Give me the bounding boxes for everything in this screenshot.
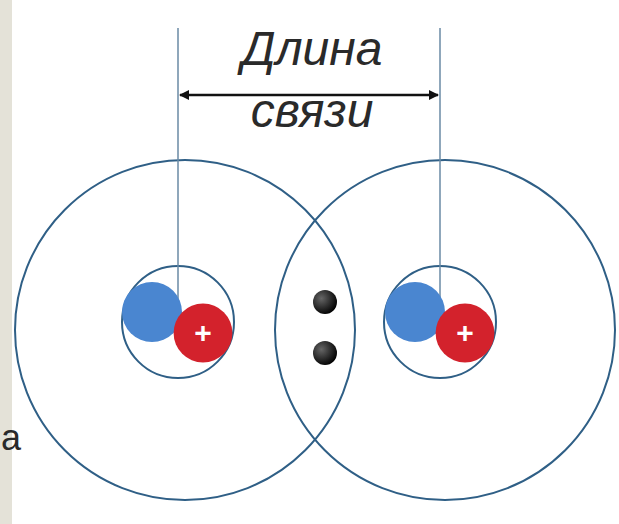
caption-letter: а [1,418,31,458]
charge-sign: + [456,318,474,348]
electron-shell [275,160,615,500]
neutron-ball [122,282,182,342]
charge-sign: + [194,318,212,348]
leader-line [439,28,441,300]
bond-length-label: Длина связи [212,18,412,142]
white-panel [12,0,619,524]
electron-shell [15,160,355,500]
electron-dot [313,341,337,365]
electron-dot [313,290,337,314]
proton-ball: + [173,303,233,363]
proton-ball: + [435,303,495,363]
leader-line [177,28,179,300]
